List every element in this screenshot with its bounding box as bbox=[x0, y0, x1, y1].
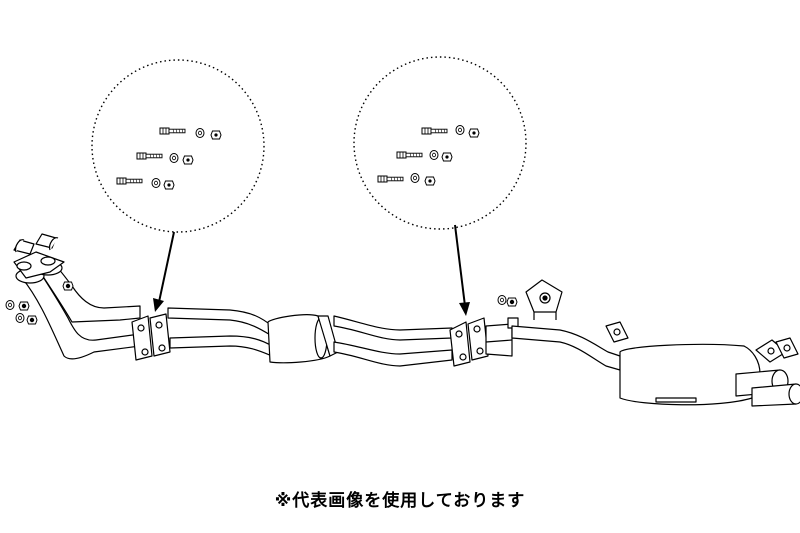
nut-icon bbox=[468, 128, 480, 138]
nut-icon bbox=[62, 281, 74, 291]
hardware-detail-circle-right bbox=[353, 56, 527, 230]
center-resonator bbox=[267, 314, 339, 364]
washer-icon bbox=[429, 150, 439, 160]
washer-icon bbox=[5, 299, 15, 311]
flange-joint-rear bbox=[449, 317, 489, 367]
bolt-icon bbox=[421, 127, 448, 135]
nut-icon bbox=[506, 297, 518, 307]
muffler-hanger-left bbox=[605, 321, 629, 343]
mid-pipes-front bbox=[167, 307, 273, 357]
washer-icon bbox=[410, 173, 420, 183]
hanger-bracket bbox=[525, 279, 563, 320]
nut-icon bbox=[210, 130, 222, 140]
flange-joint-front bbox=[131, 313, 171, 361]
bolt-icon bbox=[136, 152, 163, 160]
washer-icon bbox=[169, 153, 179, 163]
nut-icon bbox=[18, 301, 30, 311]
nut-icon bbox=[163, 180, 175, 190]
washer-icon bbox=[497, 294, 507, 306]
front-downpipes bbox=[13, 233, 141, 360]
tail-pipes bbox=[735, 369, 800, 407]
washer-icon bbox=[15, 312, 25, 324]
washer-icon bbox=[151, 178, 161, 188]
disclaimer-caption: ※代表画像を使用しております bbox=[274, 491, 526, 511]
nut-icon bbox=[441, 152, 453, 162]
exhaust-assembly bbox=[5, 233, 800, 407]
bolt-icon bbox=[116, 177, 143, 185]
pointer-arrow-right bbox=[454, 224, 470, 316]
bolt-icon bbox=[159, 127, 186, 135]
merge-section bbox=[485, 317, 519, 357]
muffler-hanger-right bbox=[755, 337, 799, 363]
pointer-arrow-left bbox=[153, 231, 175, 312]
bolt-icon bbox=[377, 175, 404, 183]
bolt-icon bbox=[396, 151, 423, 159]
washer-icon bbox=[195, 128, 205, 138]
nut-icon bbox=[424, 176, 436, 186]
mid-pipes-rear bbox=[333, 315, 453, 367]
rear-pipe bbox=[511, 325, 621, 371]
nut-icon bbox=[182, 155, 194, 165]
hardware-detail-circle-left bbox=[91, 59, 265, 233]
nut-icon bbox=[26, 315, 38, 325]
washer-icon bbox=[455, 125, 465, 135]
